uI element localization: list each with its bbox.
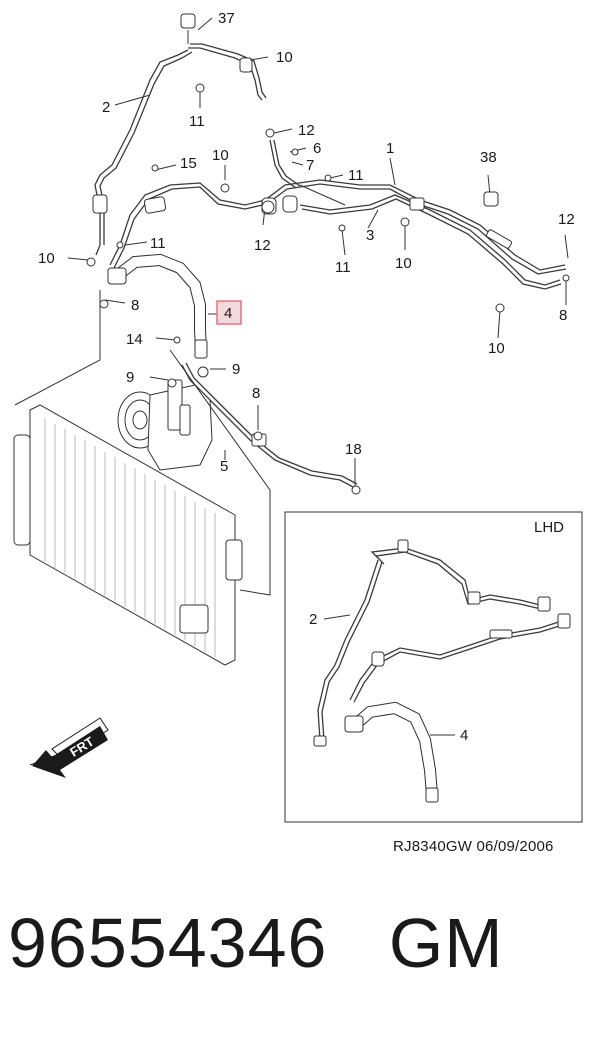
callout-5: 5 bbox=[220, 458, 228, 475]
hose-4 bbox=[107, 253, 208, 359]
callout-10: 10 bbox=[276, 49, 293, 66]
callouts: 37 10 2 11 12 15 10 6 7 11 1 38 10 11 12… bbox=[38, 10, 575, 475]
callout-4-highlighted: 4 bbox=[224, 305, 232, 322]
callout-12: 12 bbox=[254, 237, 271, 254]
front-arrow: FRT bbox=[29, 717, 109, 778]
pipe-3 bbox=[299, 194, 562, 290]
inset-pipe-1 bbox=[349, 613, 571, 703]
callout-18: 18 bbox=[345, 441, 362, 458]
compressor bbox=[117, 379, 213, 471]
callout-4-highlight bbox=[216, 300, 242, 325]
callout-7: 7 bbox=[306, 157, 314, 174]
callout-8: 8 bbox=[252, 385, 260, 402]
pipe-2 bbox=[92, 49, 193, 256]
callout-10: 10 bbox=[395, 255, 412, 272]
callout-37: 37 bbox=[218, 10, 235, 27]
brand-spacer bbox=[327, 904, 388, 982]
callout-38: 38 bbox=[480, 149, 497, 166]
callout-8: 8 bbox=[131, 297, 139, 314]
inset-label: LHD bbox=[534, 519, 564, 536]
leader-lines bbox=[14, 17, 569, 596]
part-number-line: 96554346 GM bbox=[8, 908, 504, 978]
callout-11: 11 bbox=[189, 113, 205, 130]
inset-hose-4 bbox=[344, 701, 439, 803]
callout-15: 15 bbox=[180, 155, 197, 172]
inset-callout-4: 4 bbox=[460, 727, 468, 744]
inset-callout-2: 2 bbox=[309, 611, 317, 628]
parts-diagram: 37 10 2 11 12 15 10 6 7 11 1 38 10 11 12… bbox=[13, 10, 583, 823]
part-number: 96554346 bbox=[8, 904, 328, 982]
callout-10: 10 bbox=[488, 340, 505, 357]
callout-11: 11 bbox=[335, 259, 351, 276]
callout-3: 3 bbox=[366, 227, 374, 244]
callout-9: 9 bbox=[126, 369, 134, 386]
callout-12: 12 bbox=[298, 122, 315, 139]
pipe-upper-right bbox=[188, 43, 267, 101]
drawing-code: RJ8340GW 06/09/2006 bbox=[393, 838, 554, 855]
callout-8: 8 bbox=[559, 307, 567, 324]
callout-6: 6 bbox=[313, 140, 321, 157]
lhd-inset: LHD 2 4 bbox=[284, 511, 583, 823]
callout-14: 14 bbox=[126, 331, 143, 348]
callout-11: 11 bbox=[150, 235, 166, 252]
condenser bbox=[13, 404, 243, 666]
callout-11: 11 bbox=[348, 167, 364, 184]
callout-1: 1 bbox=[386, 140, 394, 157]
callout-9: 9 bbox=[232, 361, 240, 378]
callout-12: 12 bbox=[558, 211, 575, 228]
fasteners bbox=[86, 13, 570, 495]
callout-2: 2 bbox=[102, 99, 110, 116]
inset-pipe-2 bbox=[313, 539, 551, 747]
pipe-7 bbox=[269, 139, 301, 189]
brand: GM bbox=[388, 904, 504, 982]
callout-10: 10 bbox=[212, 147, 229, 164]
callout-10: 10 bbox=[38, 250, 55, 267]
